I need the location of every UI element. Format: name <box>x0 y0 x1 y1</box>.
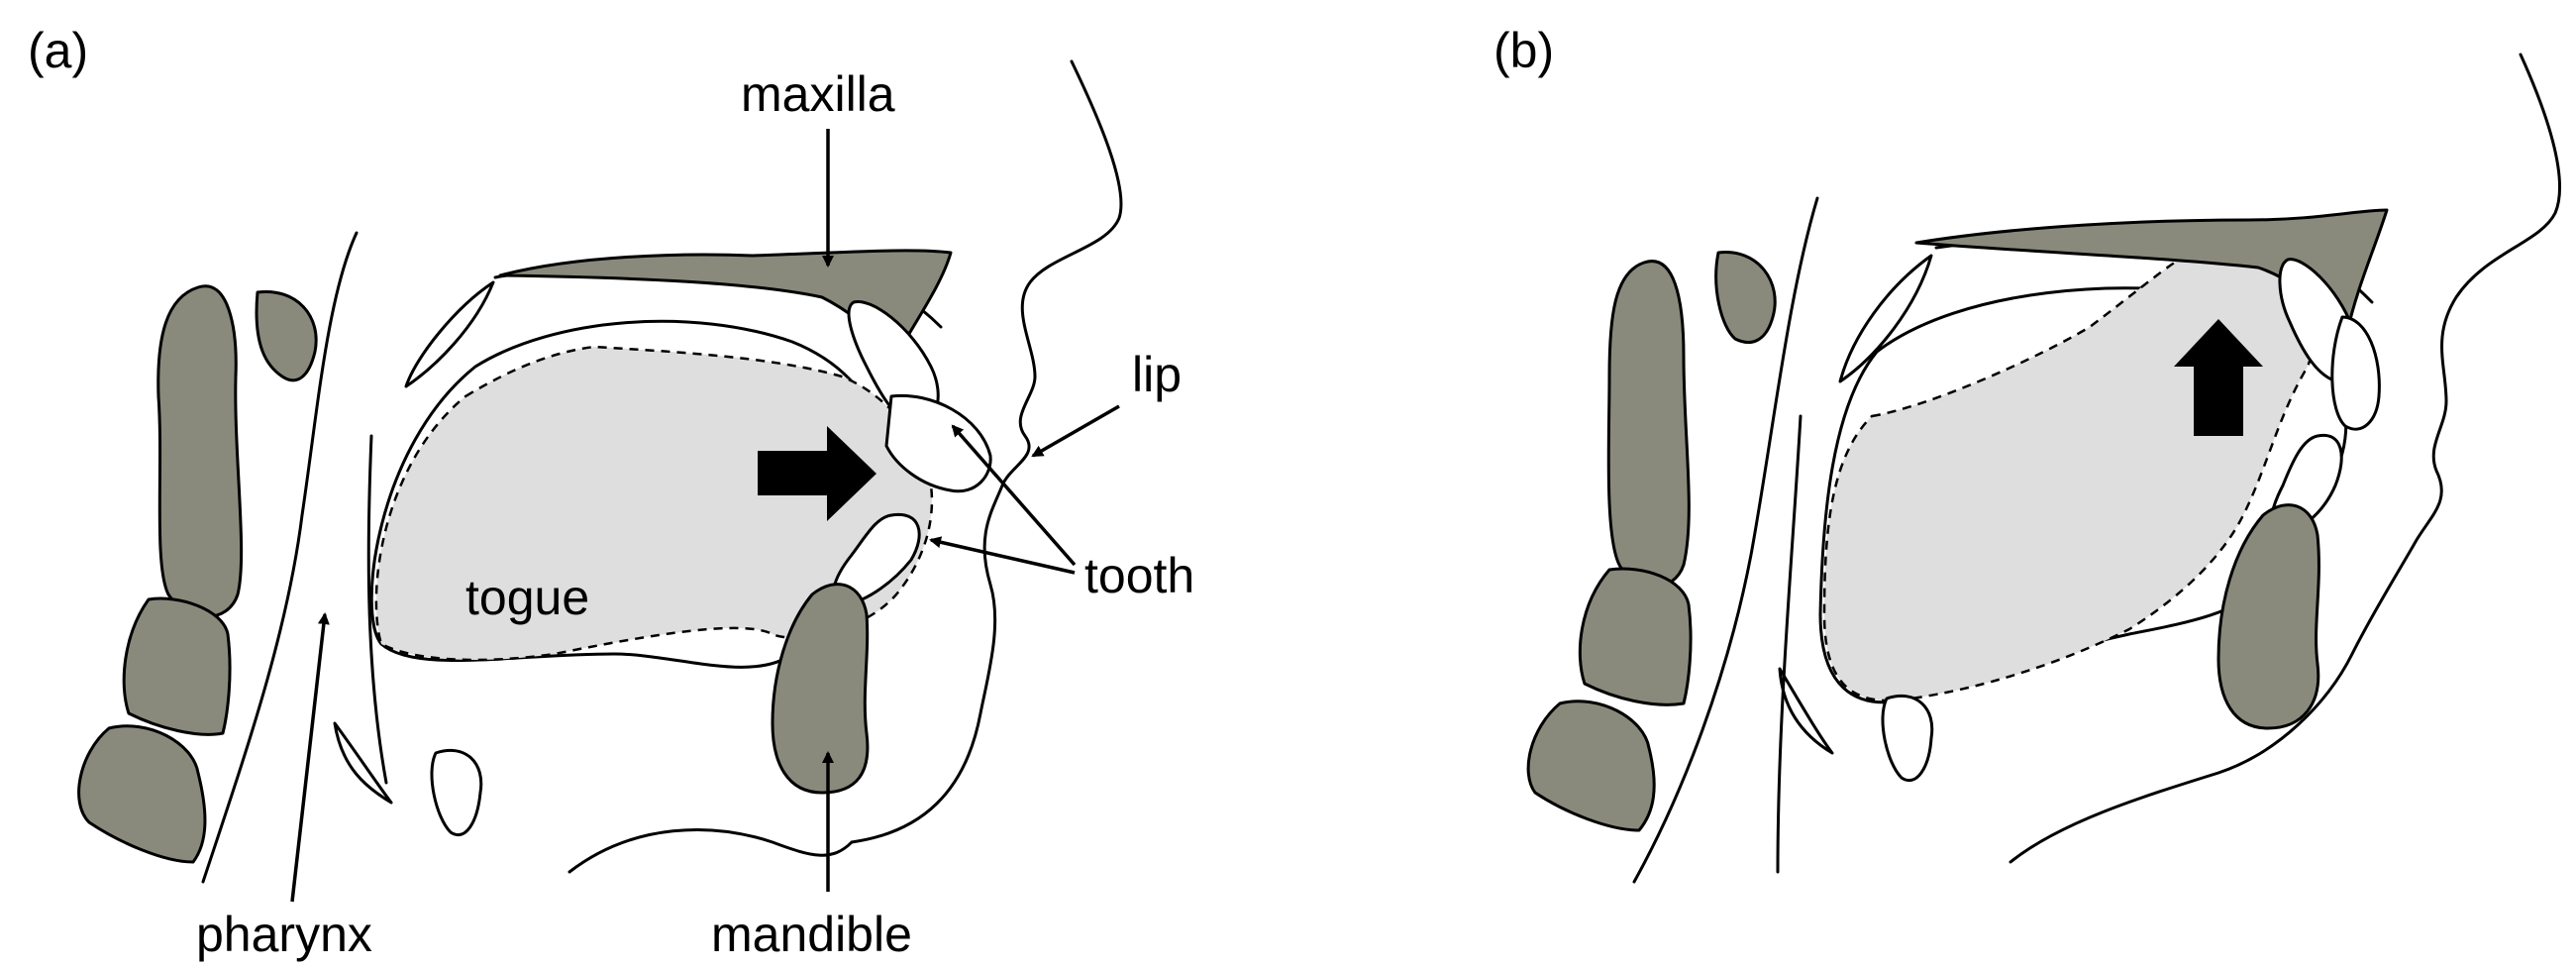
vertebra-1 <box>156 284 244 618</box>
epiglottis <box>333 721 393 805</box>
vertebra-top-b <box>1714 251 1777 344</box>
vertebra-3-b <box>1526 700 1656 832</box>
panel-a-label: (a) <box>28 23 88 78</box>
vertebra-1-b <box>1606 260 1691 589</box>
pharynx-back-wall <box>201 231 359 884</box>
upward-arrow <box>2174 319 2263 436</box>
upper-lip-b <box>2330 315 2381 431</box>
maxilla-b <box>1914 208 2389 334</box>
tooth-leader-lower <box>929 536 1076 575</box>
lip-leader <box>1031 404 1120 458</box>
hyoid-bone <box>430 748 483 836</box>
vertebra-2 <box>122 596 232 736</box>
face-profile <box>850 59 1123 844</box>
mandible-b <box>2216 503 2320 730</box>
hyoid-bone-b <box>1881 694 1934 782</box>
pharynx-label: pharynx <box>196 907 372 962</box>
hyoid-left-b <box>1838 254 1933 383</box>
mandible <box>771 583 870 795</box>
vertebra-3 <box>77 724 207 864</box>
upper-lip <box>884 393 992 493</box>
maxilla-label: maxilla <box>741 66 895 122</box>
epiglottis-b <box>1778 667 1834 755</box>
panel-a: (a) togue maxilla lip mandib <box>28 23 1194 962</box>
pharynx-leader <box>290 612 330 903</box>
vertebra-2-b <box>1578 567 1693 706</box>
forward-arrow <box>758 426 876 521</box>
pharynx-back-wall-b <box>1632 196 1819 884</box>
panel-b: (b) <box>1494 23 2562 884</box>
neck-line <box>567 828 854 874</box>
maxilla <box>498 249 953 359</box>
pharynx-front-wall <box>366 434 388 785</box>
tooth-label: tooth <box>1084 548 1194 603</box>
face-profile-b <box>2009 53 2562 864</box>
tongue-label: togue <box>465 570 589 625</box>
vertebra-top <box>255 289 318 382</box>
mandible-label: mandible <box>711 907 912 962</box>
pharynx-front-wall-b <box>1776 414 1803 874</box>
hyoid-left <box>404 280 495 388</box>
tooth-leader-upper <box>951 424 1077 567</box>
lip-label: lip <box>1132 347 1182 402</box>
panel-b-label: (b) <box>1494 23 1554 78</box>
